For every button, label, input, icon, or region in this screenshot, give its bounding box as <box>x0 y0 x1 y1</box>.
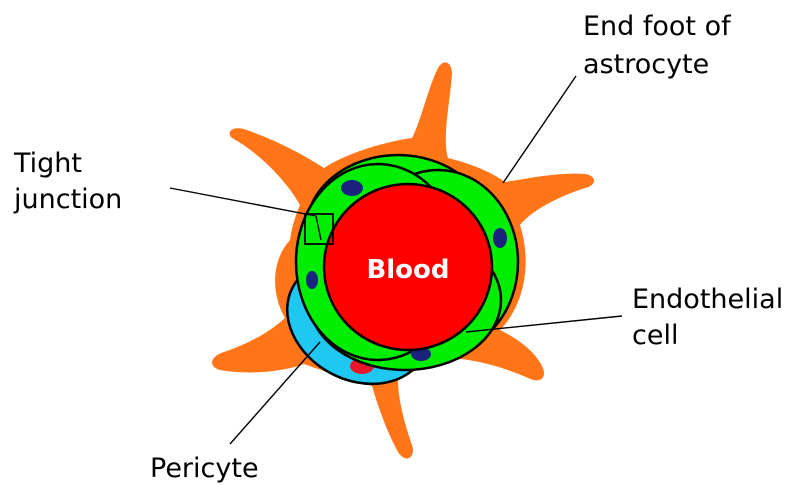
endothelial-label-line1: Endothelial <box>632 284 783 315</box>
end-foot-label-line1: End foot of <box>583 11 732 42</box>
blood-label: Blood <box>366 255 449 285</box>
endothelial-nucleus <box>306 271 318 289</box>
endothelial-label-line2: cell <box>632 320 678 351</box>
pericyte-label: Pericyte <box>150 453 259 484</box>
tight-junction-label-line1: Tight <box>13 148 82 179</box>
endothelial-nucleus <box>341 180 363 196</box>
tight-junction-label-line2: junction <box>13 184 122 215</box>
endothelial-nucleus <box>493 228 507 248</box>
end-foot-leader <box>503 76 576 183</box>
end-foot-label-line2: astrocyte <box>583 49 709 80</box>
